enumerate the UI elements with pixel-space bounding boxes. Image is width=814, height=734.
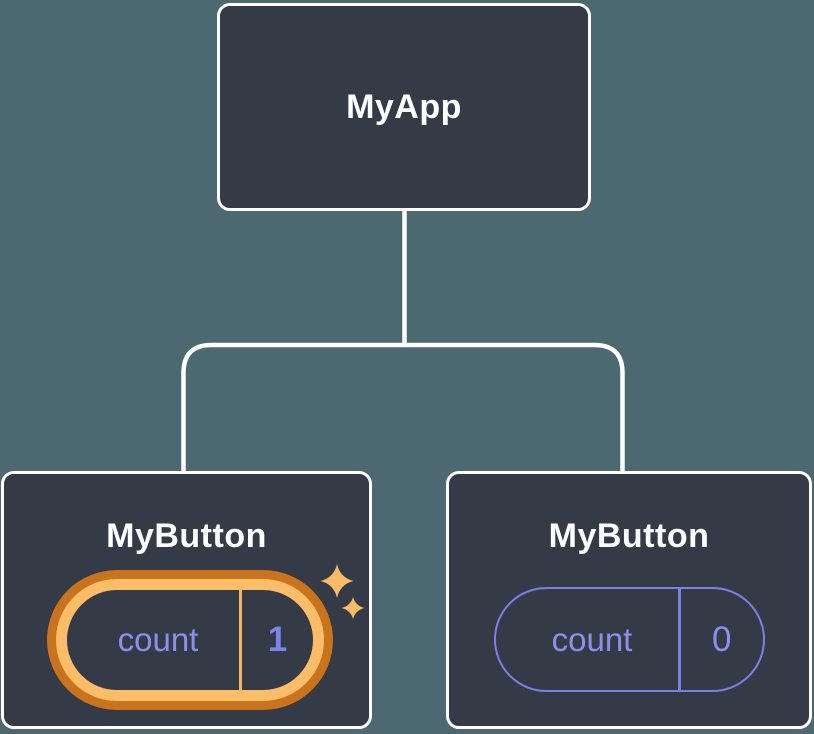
child-node-label: MyButton [106,517,267,555]
state-pill-divider [678,589,681,690]
state-value: 1 [267,620,288,659]
state-pill-plain: count 0 [494,587,765,692]
connector-branch [181,342,625,471]
child-node-label: MyButton [548,517,710,555]
tree-node-root: MyApp [217,3,591,211]
state-name: count [117,621,199,658]
tree-node-child-right: MyButton [446,471,812,729]
root-node-label: MyApp [346,87,462,126]
state-pill-highlighted: count 1 [56,579,324,701]
state-value: 0 [712,619,732,659]
state-pill-divider [239,590,242,690]
state-name: count [551,620,633,658]
